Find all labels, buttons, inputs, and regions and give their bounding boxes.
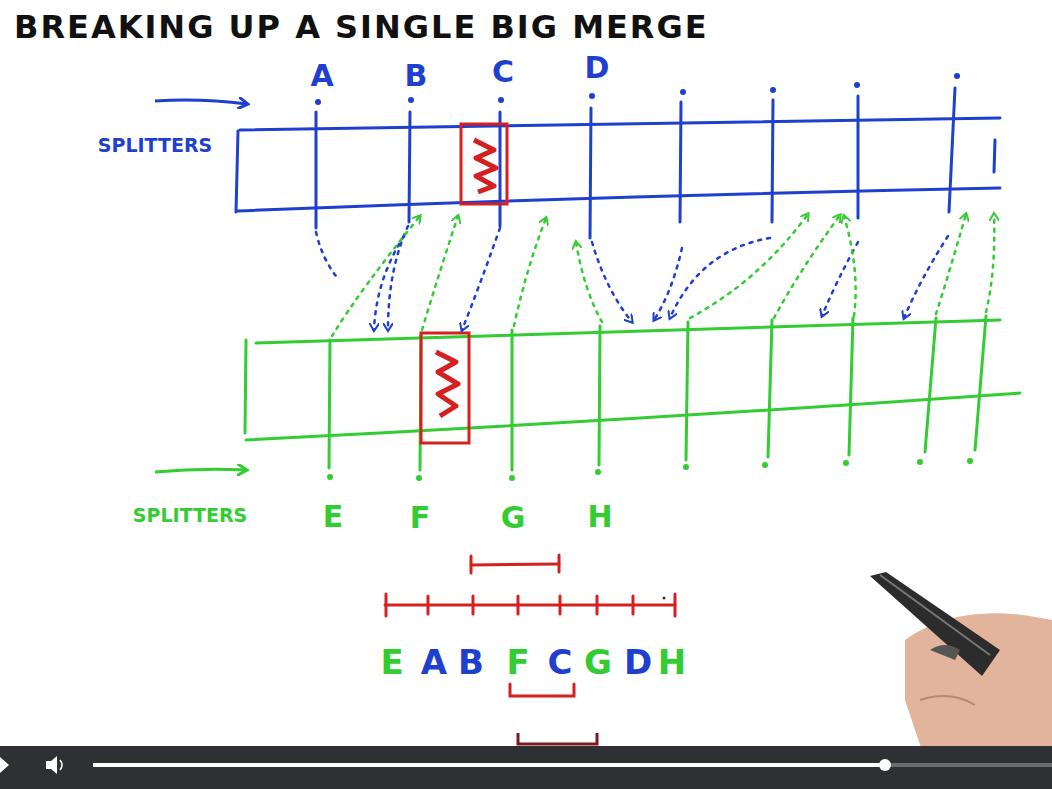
splitter-letter: E	[323, 502, 344, 532]
merged-letter: B	[458, 645, 484, 679]
merged-letter: A	[421, 645, 447, 679]
merged-letter: G	[584, 645, 612, 679]
merged-letter: C	[548, 645, 573, 679]
slide-title: BREAKING UP A SINGLE BIG MERGE	[14, 8, 709, 46]
array-label: SPLITTERS	[133, 506, 247, 525]
merged-letter: H	[658, 645, 686, 679]
splitter-letter: H	[587, 502, 612, 532]
splitter-letter: D	[585, 53, 610, 83]
merged-letter: F	[506, 645, 529, 679]
merged-letter: D	[624, 645, 652, 679]
splitter-letter: C	[492, 57, 514, 87]
array-label: SPLITTERS	[98, 136, 212, 155]
splitter-letter: F	[410, 503, 431, 533]
merged-letter: E	[380, 645, 403, 679]
splitter-letter: A	[310, 61, 333, 91]
splitter-letter: B	[405, 61, 428, 91]
splitter-letter: G	[501, 503, 526, 533]
